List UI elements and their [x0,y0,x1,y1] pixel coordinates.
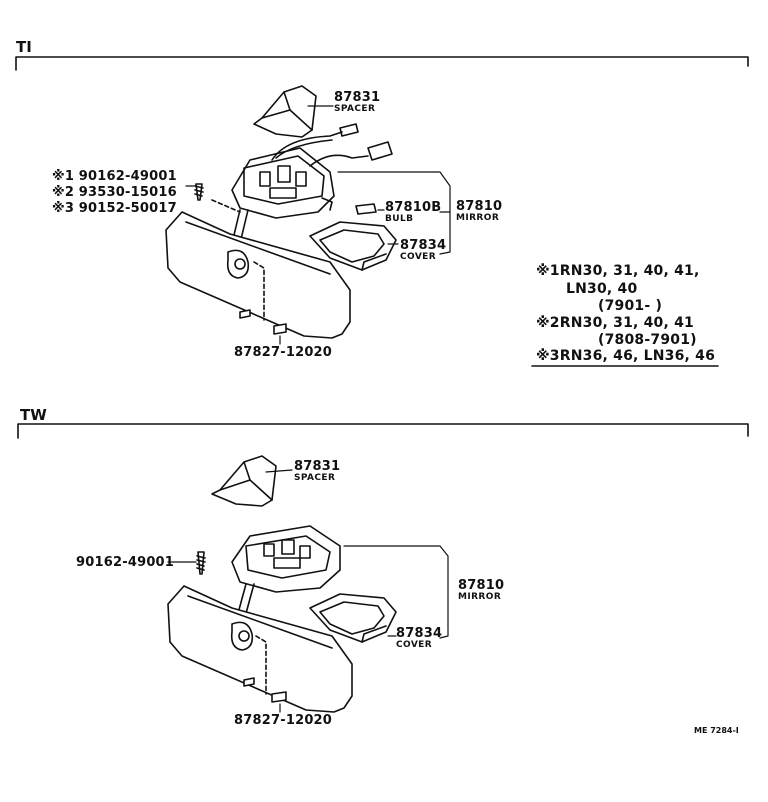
ti-leader-lines [185,105,451,345]
note-row: (7808-7901) [598,333,697,347]
note-row: (7901- ) [598,299,662,313]
tw-spacer-name: SPACER [294,473,336,483]
note-mark: ※3 [536,348,560,364]
tw-section-frame [17,423,749,439]
ti-mirror-glass [165,199,351,339]
note-text: LN30, 40 [566,281,638,297]
ti-pads-part [239,309,287,335]
tw-section-title: TW [20,406,47,424]
ti-section-title: TI [16,38,32,56]
note-row: LN30, 40 [566,282,637,296]
tw-screw-part [196,551,206,575]
tw-leader-lines [167,469,449,713]
ti-spacer-part [253,85,317,138]
ti-spacer-name: SPACER [334,104,376,114]
note-row: ※2RN30, 31, 40, 41 [536,316,694,330]
note-mark: ※2 [536,315,560,331]
note-text: (7808-7901) [598,332,697,348]
note-row: ※1RN30, 31, 40, 41, [536,264,700,278]
ti-mirror-name: MIRROR [456,213,500,223]
tw-pads-part [243,677,287,703]
tw-mirror-base [231,525,341,593]
ti-screw-2-label: ※2 93530-15016 [52,185,177,200]
tw-cover-part [309,593,397,643]
ti-bulb-part [355,203,377,215]
tw-spacer-part [211,455,277,507]
tw-mirror-part-number: 87810 [458,578,505,593]
note-text: RN30, 31, 40, 41, [559,263,700,279]
tw-cover-name: COVER [396,640,433,650]
tw-mirror-name: MIRROR [458,592,502,602]
ti-cover-part-number: 87834 [400,238,447,253]
tw-cover-part-number: 87834 [396,626,443,641]
ti-bulb-name: BULB [385,214,414,224]
reference-code: ME 7284-I [694,726,739,735]
ti-mirror-base [231,123,393,219]
tw-pad-part-number: 87827-12020 [234,713,333,728]
ti-screw-3-label: ※3 90152-50017 [52,201,177,216]
ti-screw-1-label: ※1 90162-49001 [52,169,177,184]
note-text: RN30, 31, 40, 41 [559,315,694,331]
ti-section-frame [15,56,749,71]
ti-cover-name: COVER [400,252,437,262]
tw-spacer-part-number: 87831 [294,459,341,474]
ti-bulb-part-number: 87810B [385,200,442,215]
ti-pad-part-number: 87827-12020 [234,345,333,360]
note-mark: ※1 [536,263,560,279]
ti-cover-part [309,221,397,271]
ti-spacer-part-number: 87831 [334,90,381,105]
note-text: (7901- ) [598,298,663,314]
note-text: RN36, 46, LN36, 46 [559,348,716,364]
tw-mirror-glass [167,583,353,713]
ti-screw-part [194,183,204,201]
note-row: ※3RN36, 46, LN36, 46 [536,349,715,363]
tw-screw-label: 90162-49001 [76,555,175,570]
ti-mirror-part-number: 87810 [456,199,503,214]
